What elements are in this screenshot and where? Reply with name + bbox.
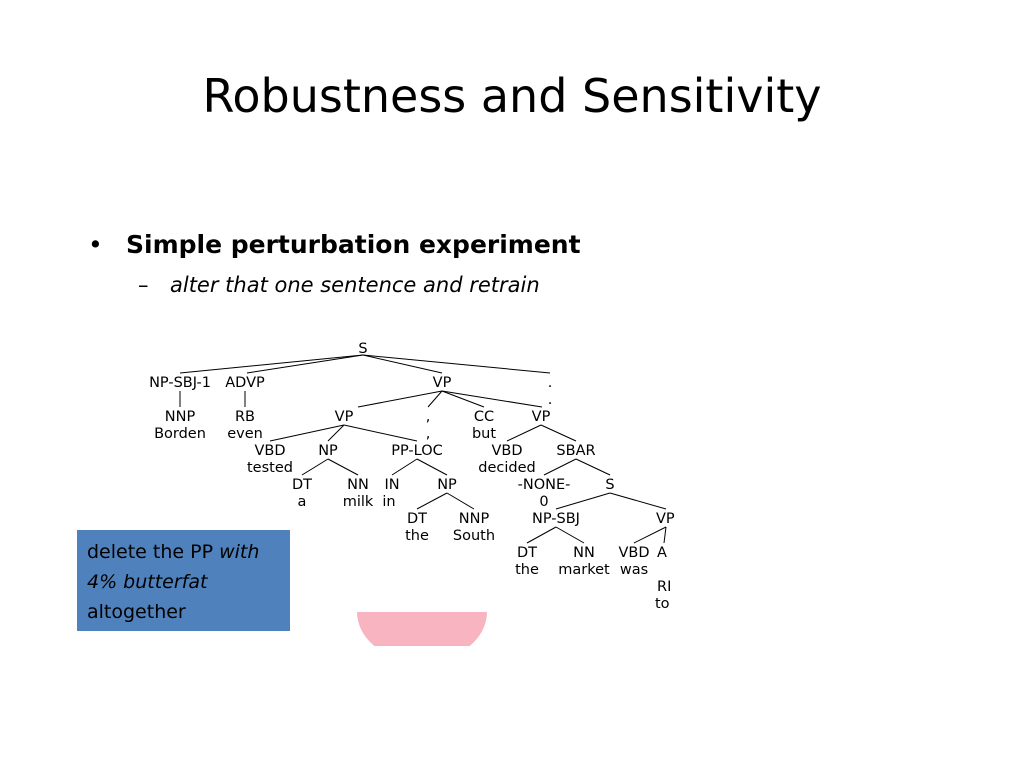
tree-node: NN — [347, 477, 369, 493]
tree-words: Borden even , but . tested decided a mil… — [154, 392, 670, 612]
tree-word: market — [558, 562, 610, 578]
tree-node: VP — [656, 511, 675, 527]
tree-node: RB — [235, 409, 255, 425]
tree-word: Borden — [154, 426, 206, 442]
tree-word: the — [515, 562, 539, 578]
tree-node: -NONE- — [518, 477, 571, 493]
tree-node: . — [548, 375, 553, 391]
callout-box: delete the PP with 4% butterfat altogeth… — [77, 530, 290, 631]
tree-word: decided — [478, 460, 535, 476]
tree-node: DT — [517, 545, 537, 561]
dash-icon: – — [138, 273, 149, 297]
slide-title: Robustness and Sensitivity — [202, 69, 822, 123]
callout-italic-text: with 4% butterfat — [87, 541, 260, 593]
sub-bullet-item: – alter that one sentence and retrain — [138, 270, 540, 300]
tree-word: but — [472, 426, 496, 442]
tree-word: , — [426, 426, 431, 442]
tree-word: . — [548, 392, 553, 408]
tree-node: NP — [437, 477, 457, 493]
tree-word: in — [382, 494, 395, 510]
tree-node: ADVP — [225, 375, 265, 391]
tree-node: PP-LOC — [391, 443, 443, 459]
tree-word: a — [298, 494, 307, 510]
tree-node: VBD — [618, 545, 649, 561]
tree-word: even — [227, 426, 263, 442]
tree-node: NP-SBJ-1 — [149, 375, 211, 391]
tree-word: the — [405, 528, 429, 544]
tree-node: VP — [433, 375, 452, 391]
tree-node: NNP — [459, 511, 490, 527]
tree-node: S — [605, 477, 614, 493]
tree-node: NN — [573, 545, 595, 561]
tree-node: VP — [335, 409, 354, 425]
parse-tree: S NP-SBJ-1 ADVP VP . NNP RB VP , CC VP V… — [149, 341, 675, 612]
pink-half-circle — [357, 612, 487, 646]
bullet-item: • Simple perturbation experiment — [88, 226, 581, 262]
bullet-text: Simple perturbation experiment — [126, 229, 581, 259]
tree-word: milk — [343, 494, 374, 510]
bullet-dot-icon: • — [88, 229, 103, 259]
tree-node: VBD — [254, 443, 285, 459]
tree-word: South — [453, 528, 495, 544]
tree-word: was — [620, 562, 648, 578]
callout-text: delete the PP — [87, 541, 220, 563]
tree-word: tested — [247, 460, 293, 476]
tree-nodes: S NP-SBJ-1 ADVP VP . NNP RB VP , CC VP V… — [149, 341, 675, 595]
tree-node: SBAR — [556, 443, 595, 459]
tree-edges — [179, 354, 667, 544]
tree-node: S — [358, 341, 367, 357]
tree-node: RI — [657, 579, 671, 595]
tree-node: CC — [474, 409, 494, 425]
tree-node: NP-SBJ — [532, 511, 580, 527]
sub-bullet-text: alter that one sentence and retrain — [170, 273, 540, 297]
tree-node: DT — [407, 511, 427, 527]
tree-node: DT — [292, 477, 312, 493]
tree-word: to — [655, 596, 670, 612]
tree-node: VP — [532, 409, 551, 425]
tree-node: VBD — [491, 443, 522, 459]
tree-node: IN — [384, 477, 399, 493]
tree-word: 0 — [539, 494, 548, 510]
tree-node: NP — [318, 443, 338, 459]
tree-node: A — [657, 545, 667, 561]
callout-text-end: altogether — [87, 601, 186, 623]
tree-node: NNP — [165, 409, 196, 425]
tree-node: , — [426, 409, 431, 425]
